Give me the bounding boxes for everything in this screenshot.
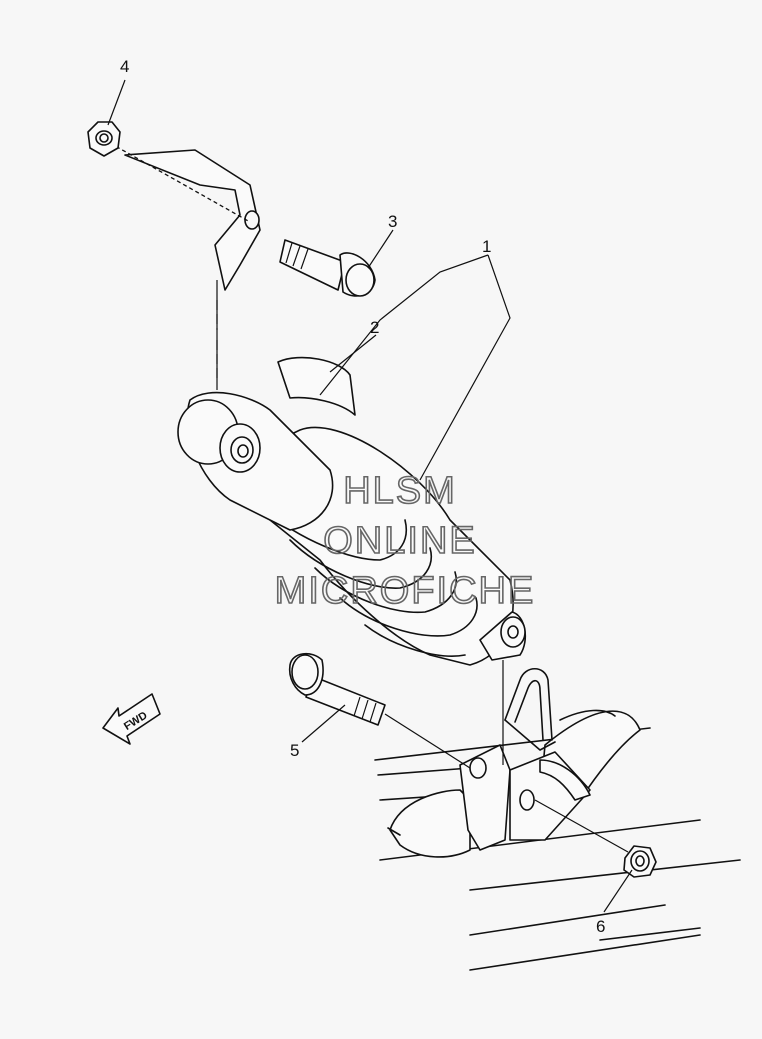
callout-3: 3 (388, 212, 397, 231)
callout-5: 5 (290, 741, 299, 760)
part-6-nut (534, 799, 657, 878)
frame-swingarm (374, 667, 741, 971)
watermark-line-1: HLSM (343, 470, 457, 512)
watermark-line-3: MICROFICHE (275, 570, 536, 612)
watermark: HLSM ONLINE MICROFICHE (274, 469, 536, 613)
fwd-direction-arrow: FWD (102, 693, 161, 745)
callout-1: 1 (482, 237, 491, 256)
part-2-label-plate (277, 356, 356, 416)
part-1-rear-shock (177, 391, 527, 765)
watermark-line-2: ONLINE (323, 520, 476, 562)
callout-leaders (107, 79, 633, 913)
part-3-bolt (279, 239, 376, 297)
callout-2: 2 (370, 318, 379, 337)
upper-mount-bracket (109, 142, 261, 390)
part-4-nut (87, 121, 121, 157)
callout-4: 4 (120, 57, 129, 76)
part-5-bolt (288, 652, 471, 769)
callout-6: 6 (596, 917, 605, 936)
